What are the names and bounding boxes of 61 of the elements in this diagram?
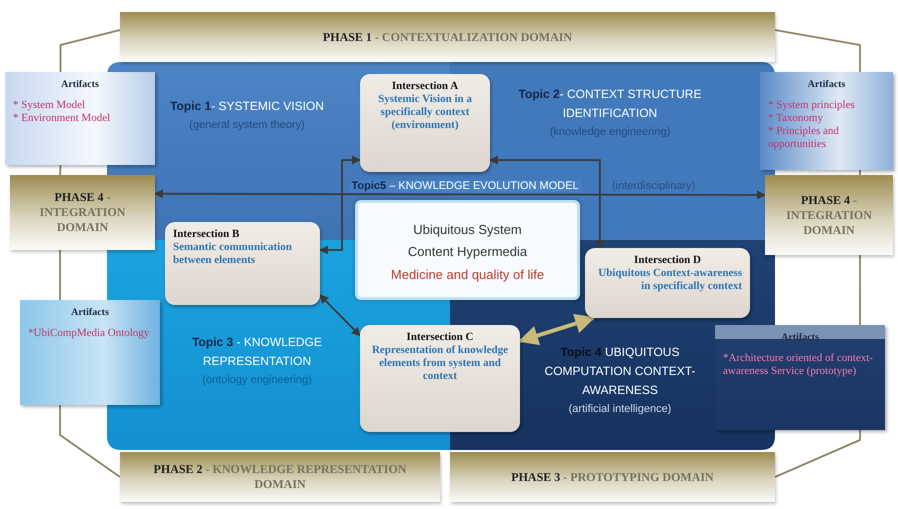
topic-title: Topic 1- SYSTEMIC VISION xyxy=(169,98,325,115)
artifacts-box xyxy=(760,72,893,170)
phase-title: PHASE 4 - INTEGRATION DOMAIN xyxy=(38,190,126,235)
artifact-item: *Architecture oriented of context-awareness Service (prototype) xyxy=(723,352,874,378)
edge-label: Topic5 – KNOWLEDGE EVOLUTION MODEL xyxy=(348,180,582,192)
artifact-item: * Principles and opportunities xyxy=(768,125,840,151)
intersection-title: Intersection D xyxy=(633,254,702,267)
intersection-title: Intersection B xyxy=(173,228,240,241)
connector-line xyxy=(774,430,861,478)
phase-band xyxy=(10,175,155,250)
connector-line xyxy=(59,405,121,478)
intersection-box xyxy=(165,222,320,305)
intersection-box xyxy=(360,325,520,432)
topic-subtitle: (general system theory) xyxy=(188,119,306,131)
artifacts-box xyxy=(5,72,155,165)
artifacts-heading: Artifacts xyxy=(70,306,110,319)
system-title: Ubiquitous System Content Hypermedia xyxy=(406,220,528,261)
artifact-item: * Taxonomy xyxy=(768,112,824,125)
intersection-title: Intersection A xyxy=(390,80,460,93)
arrow xyxy=(319,156,361,254)
connector-line xyxy=(859,255,861,325)
artifacts-box xyxy=(20,300,160,405)
connector-line xyxy=(774,29,861,72)
intersection-box xyxy=(585,248,750,318)
intersection-title: Intersection C xyxy=(406,331,474,344)
artifact-item: * System principles xyxy=(768,99,856,112)
topic-subtitle: (artificial intelligence) xyxy=(568,403,672,415)
artifacts-box xyxy=(715,325,885,430)
topic-subtitle: (ontology engineering) xyxy=(201,374,313,386)
topic-title: Topic 4 UBIQUITOUS COMPUTATION CONTEXT-AWARENESS xyxy=(544,344,696,399)
arrow xyxy=(319,294,361,336)
phase-band xyxy=(120,452,440,502)
artifacts-heading: Artifacts xyxy=(806,78,846,91)
topic-title: Topic 2- CONTEXT STRUCTURE IDENTIFICATION xyxy=(518,86,702,122)
phase-band xyxy=(450,452,775,502)
connector-line xyxy=(859,170,861,175)
connector-line xyxy=(59,164,62,176)
phase-title: PHASE 1 - CONTEXTUALIZATION DOMAIN xyxy=(322,30,574,44)
arrow xyxy=(154,189,766,200)
central-box xyxy=(355,200,580,300)
intersection-description: Systemic Vision in a specifically context (environment) xyxy=(377,93,473,132)
artifact-item: *UbiCompMedia Ontology xyxy=(28,327,150,340)
phase-title: PHASE 4 - INTEGRATION DOMAIN xyxy=(785,192,873,238)
intersection-description: Representation of knowledge elements from system and context xyxy=(370,344,510,383)
application-domain: Medicine and quality of life xyxy=(390,266,544,282)
connector-line xyxy=(59,250,61,300)
intersection-description: Ubiquitous Context-awareness in specifically context xyxy=(597,267,742,293)
intersection-description: Semantic communication between elements xyxy=(173,241,293,267)
topic-title: Topic 3 - KNOWLEDGE REPRESENTATION xyxy=(191,334,323,370)
artifact-item: * System Model xyxy=(13,99,86,112)
topic-subtitle: (knowledge engineering) xyxy=(548,126,672,138)
phase-title: PHASE 2 - KNOWLEDGE REPRESENTATION DOMAIN xyxy=(152,462,408,492)
arrow xyxy=(518,314,596,346)
phase-band xyxy=(120,12,775,62)
connector-line xyxy=(60,29,120,72)
artifacts-heading: Artifacts xyxy=(60,78,100,91)
arrow xyxy=(489,156,604,249)
artifact-item: * Environment Model xyxy=(13,112,112,125)
phase-title: PHASE 3 - PROTOTYPING DOMAIN xyxy=(510,470,715,484)
phase-band xyxy=(765,175,893,255)
intersection-box xyxy=(360,74,490,172)
